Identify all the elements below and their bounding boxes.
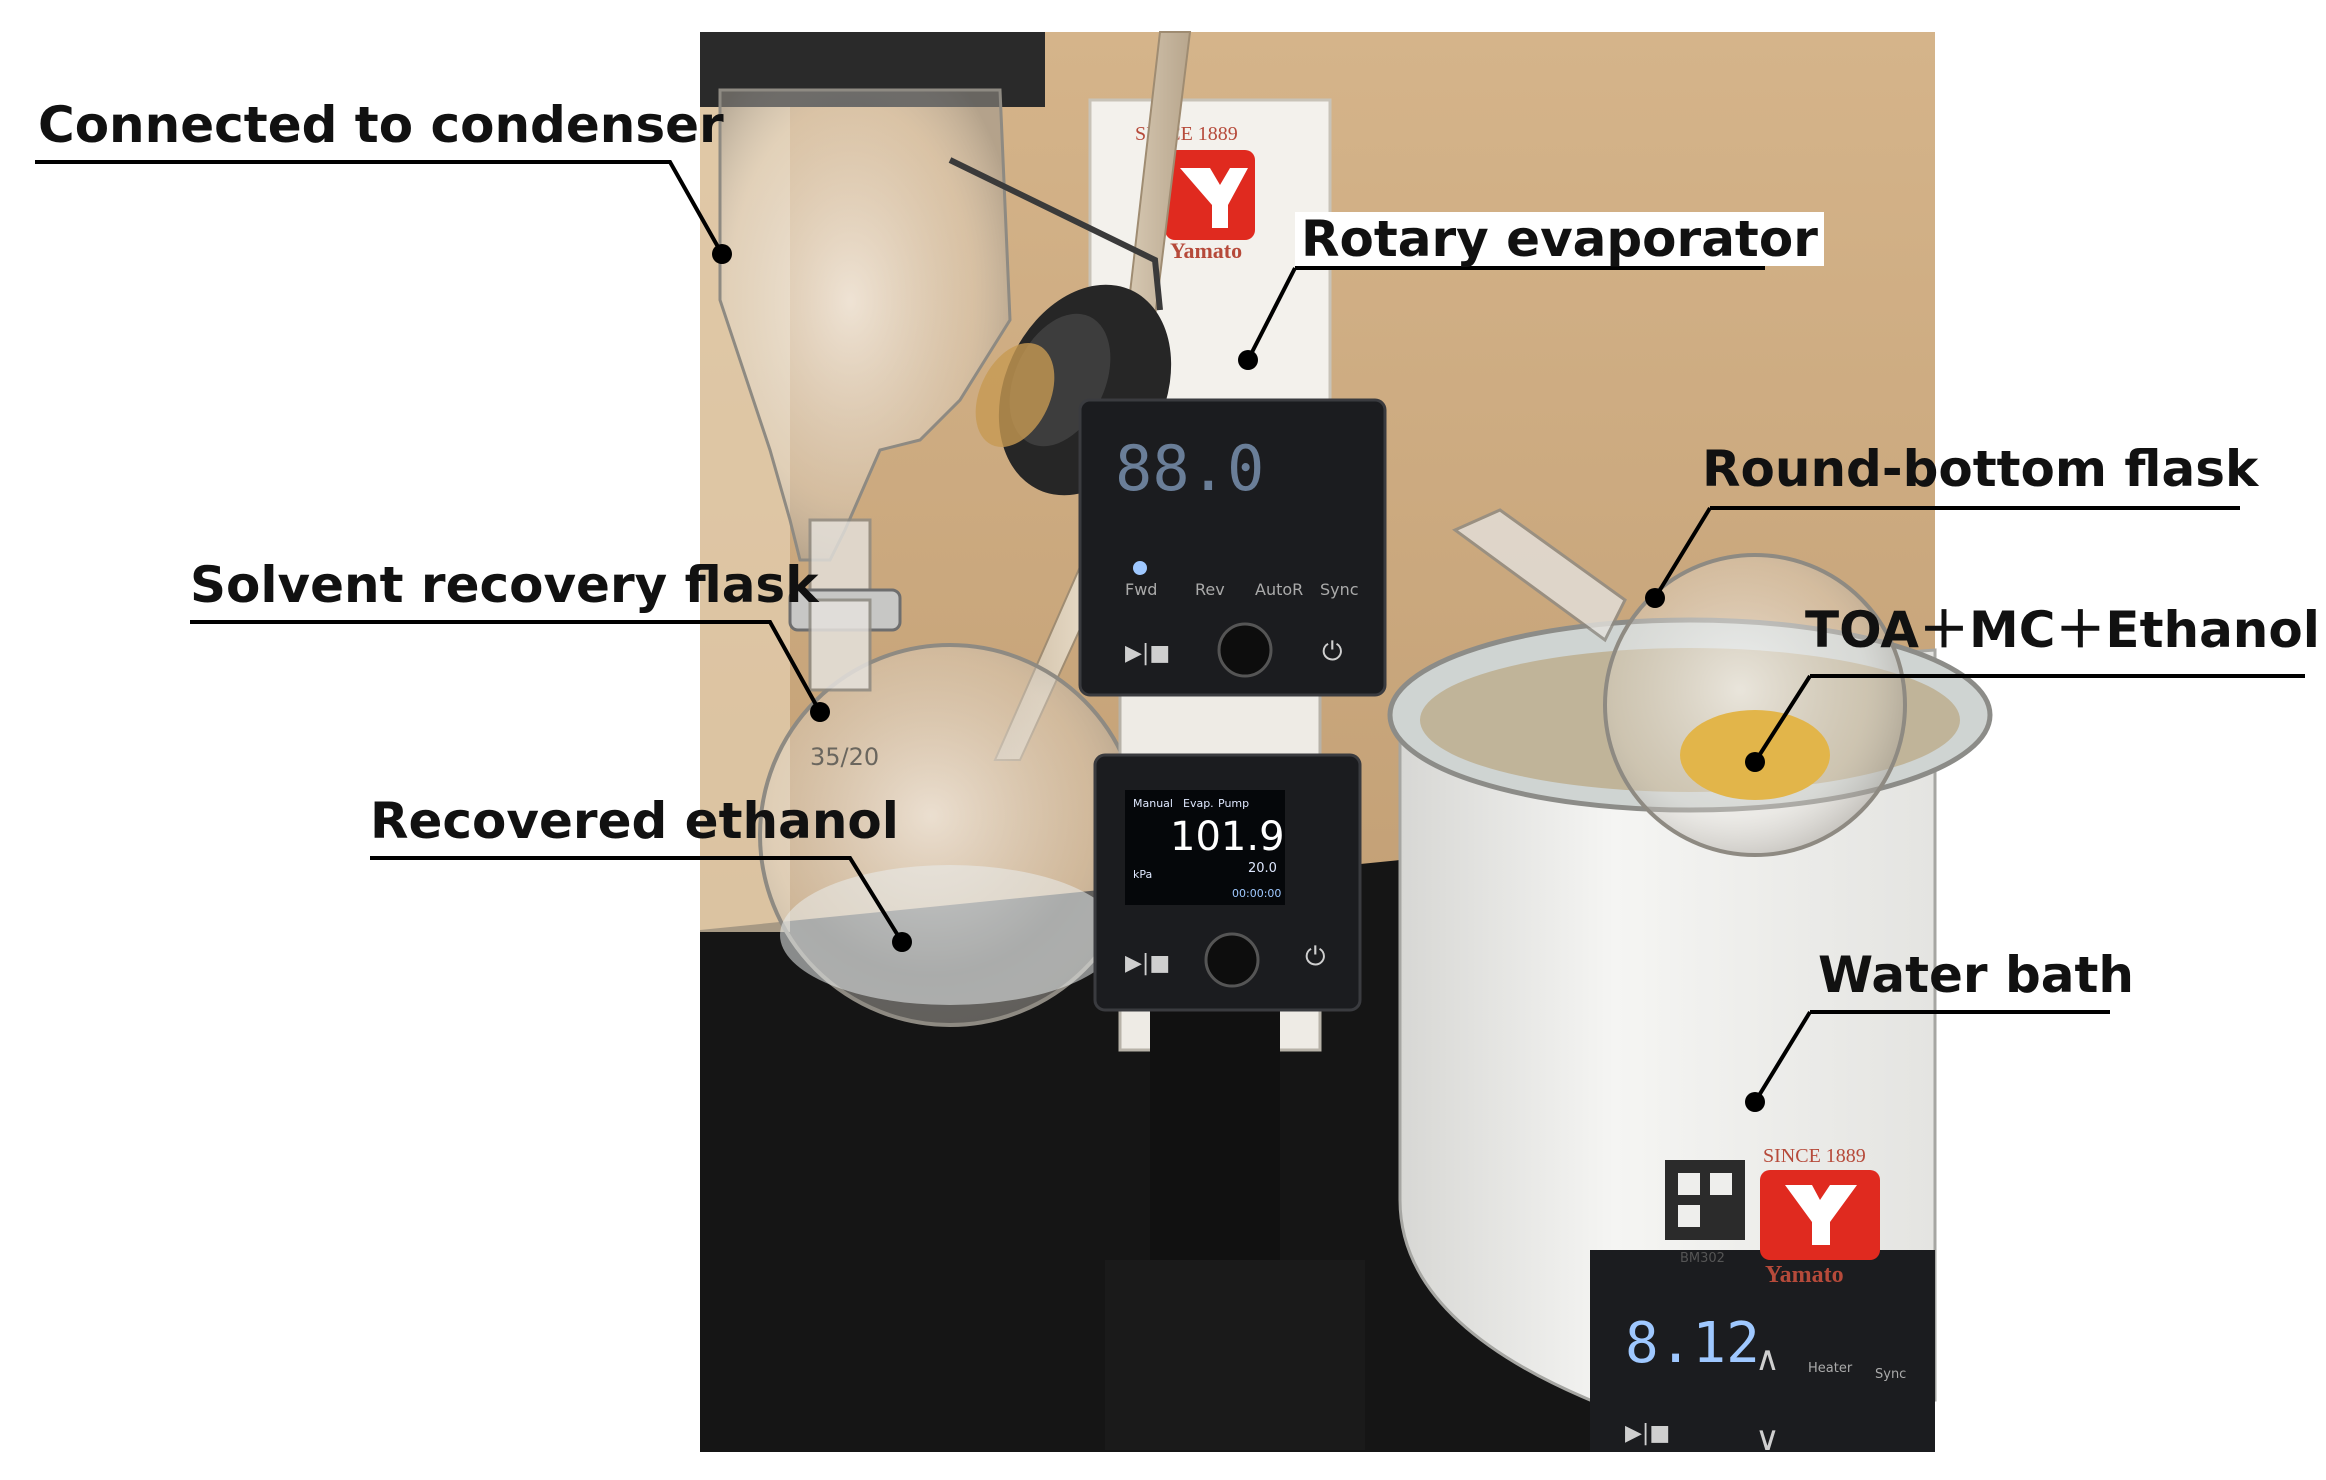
residue — [975, 343, 1055, 447]
fwd-led-icon — [1133, 561, 1147, 575]
condenser-leader — [35, 160, 724, 255]
pump-evap-text: Evap. — [1183, 797, 1214, 810]
bath-brand-text: Yamato — [1765, 1262, 1844, 1288]
callout-dots — [712, 244, 1765, 1112]
pump-power-icon[interactable]: ⏻ — [1305, 942, 1326, 972]
label-round-bottom-flask: Round-bottom flask — [1702, 440, 2259, 498]
round-bottom-flask-bulb — [1603, 553, 1907, 857]
label-mixture: TOA＋MC＋Ethanol — [1805, 601, 2320, 659]
qr-finder-2 — [1710, 1173, 1732, 1195]
recovered-dot — [892, 932, 912, 952]
play-stop-icon[interactable]: ▶|■ — [1125, 641, 1170, 666]
pump-mode-text: Manual — [1133, 797, 1173, 810]
mixture-leader — [1753, 674, 1812, 764]
bath-sync-label[interactable]: Sync — [1875, 1367, 1906, 1382]
box-logo-y — [1180, 168, 1248, 228]
lift-column — [1150, 1010, 1280, 1270]
clip-wire — [948, 157, 1163, 311]
pump-pressure-value: 101.9 — [1170, 814, 1285, 860]
water-bath-leader — [1753, 1010, 1812, 1104]
pump-control-panel: Manual Evap. Pump 101.9 kPa 20.0 00:00:0… — [1093, 753, 1362, 1012]
rotary-leader — [1246, 267, 1297, 361]
auto-button-label[interactable]: AutoR — [1255, 580, 1303, 599]
pump-play-icon[interactable]: ▶|■ — [1125, 951, 1170, 976]
recovered-leader — [370, 856, 904, 944]
label-water-bath: Water bath — [1818, 946, 2135, 1004]
pump-screen — [1125, 790, 1285, 905]
pump-unit-text: kPa — [1133, 868, 1152, 881]
rotary-knob[interactable] — [1217, 622, 1273, 678]
pump-timer-text: 00:00:00 — [1232, 887, 1281, 900]
water-bath: 8.12 ∧ Heater Sync ▶|■ ∨ BM302 SINCE 188… — [1387, 508, 1993, 1459]
rotary-power-icon[interactable]: ⏻ — [1322, 637, 1343, 667]
qr-finder-3 — [1678, 1205, 1700, 1227]
condenser-dot — [712, 244, 732, 264]
rotary-control-panel: 88.0 Fwd Rev AutoR Sync ▶|■ ⏻ — [1078, 398, 1387, 697]
box-brand-text: Yamato — [1170, 238, 1242, 263]
label-solvent-recovery-flask: Solvent recovery flask — [190, 556, 819, 614]
bath-logo-y — [1785, 1185, 1857, 1245]
mixture-dot — [1745, 752, 1765, 772]
round-bottom-dot — [1645, 588, 1665, 608]
callout-lines — [35, 160, 2305, 1104]
pump-knob[interactable] — [1204, 932, 1260, 988]
pump-set-value: 20.0 — [1248, 861, 1277, 876]
rotary-dot — [1238, 350, 1258, 370]
solvent-leader — [190, 620, 822, 713]
qr-finder-1 — [1678, 1173, 1700, 1195]
water-bath-dot — [1745, 1092, 1765, 1112]
qr-code-icon — [1665, 1160, 1745, 1240]
fwd-button-label[interactable]: Fwd — [1125, 580, 1157, 599]
rotary-panel-body — [1078, 398, 1387, 697]
recovery-flask-neck — [808, 598, 872, 692]
flask-joint-mark: 35/20 — [810, 743, 879, 771]
bath-heater-label[interactable]: Heater — [1808, 1361, 1853, 1376]
label-condenser: Connected to condenser — [38, 96, 724, 154]
sync-button-label[interactable]: Sync — [1320, 580, 1359, 599]
recovered-liquid — [780, 865, 1120, 1005]
bath-control-panel — [1590, 1250, 1935, 1452]
rev-button-label[interactable]: Rev — [1195, 580, 1225, 599]
bath-up-icon[interactable]: ∧ — [1755, 1339, 1780, 1379]
base-foot — [1105, 1260, 1365, 1450]
bath-model-text: BM302 — [1680, 1251, 1725, 1266]
bath-temp-display: 8.12 — [1625, 1311, 1760, 1376]
solvent-recovery-flask: 35/20 — [758, 598, 1142, 1027]
bath-down-icon[interactable]: ∨ — [1755, 1419, 1780, 1459]
solvent-dot — [810, 702, 830, 722]
round-bottom-flask-neck — [1452, 508, 1627, 643]
label-recovered-ethanol: Recovered ethanol — [370, 792, 899, 850]
pump-pump-text: Pump — [1218, 797, 1249, 810]
label-rotary-evaporator: Rotary evaporator — [1295, 212, 1824, 266]
round-bottom-leader — [1653, 506, 1712, 600]
rotary-speed-display: 88.0 — [1115, 432, 1264, 505]
bath-play-icon[interactable]: ▶|■ — [1625, 1421, 1670, 1446]
bath-since-text: SINCE 1889 — [1763, 1145, 1866, 1167]
